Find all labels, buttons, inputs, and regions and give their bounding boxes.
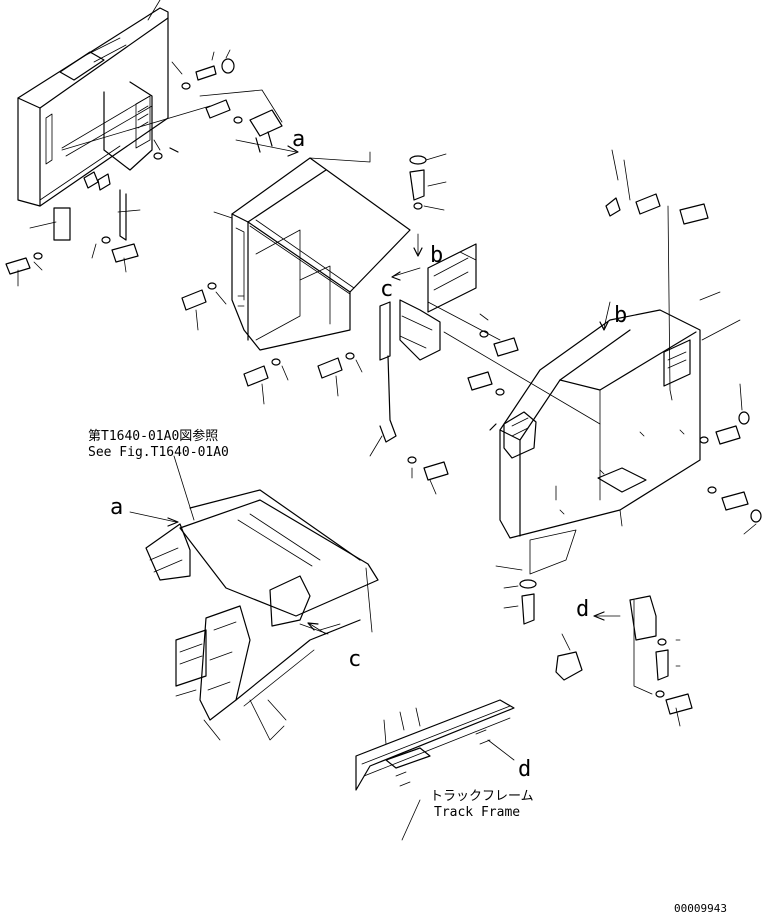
- callout-c-frame: c: [348, 647, 361, 672]
- callout-b-top: b: [430, 243, 443, 268]
- reference-note-en: See Fig.T1640-01A0: [88, 445, 229, 460]
- center-bracket: [369, 243, 601, 495]
- callout-d-frame: d: [518, 757, 531, 782]
- callout-a-top: a: [292, 127, 305, 152]
- reference-note-jp: 第T1640-01A0図参照: [88, 428, 218, 444]
- callout-c-top: c: [380, 277, 393, 302]
- frame-assembly: [145, 489, 379, 741]
- center-cover: [231, 157, 411, 351]
- track-frame-label-en: Track Frame: [434, 805, 520, 820]
- right-toolbox: [499, 309, 701, 575]
- track-frame-label-jp: トラックフレーム: [430, 789, 534, 804]
- leader-arrows: [129, 139, 621, 635]
- left-panel-fasteners: [5, 0, 283, 287]
- callout-a-left: a: [110, 495, 123, 520]
- track-frame: [355, 699, 515, 841]
- drawing-number: 00009943: [674, 902, 727, 915]
- left-cover-panel: [17, 7, 169, 207]
- center-fasteners: [181, 151, 447, 405]
- callout-b-right: b: [614, 303, 627, 328]
- right-fasteners: [467, 149, 762, 727]
- callout-d-bracket: d: [576, 597, 589, 622]
